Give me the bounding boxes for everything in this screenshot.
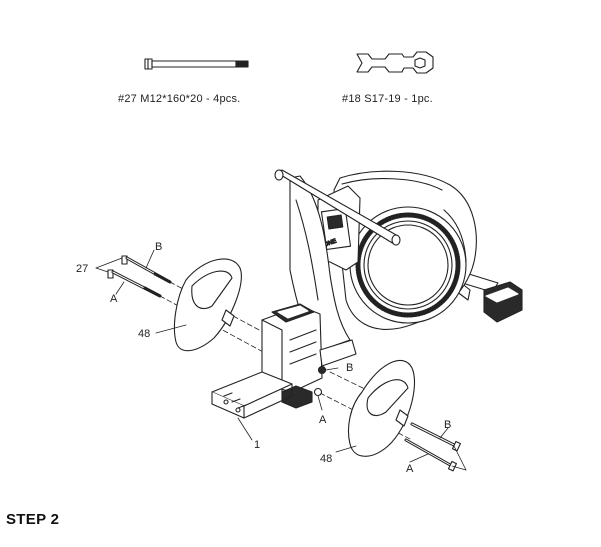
cover-48-left [173, 258, 242, 352]
bolt-27-icon [144, 58, 249, 70]
leader-lines [95, 249, 467, 471]
callout-b-left: B [155, 241, 162, 253]
callout-48-left: 48 [138, 328, 150, 340]
bolt-a-left [107, 269, 162, 298]
nut-a-icon [313, 387, 323, 397]
callout-a-right: A [406, 463, 414, 475]
nut-b-icon [317, 365, 327, 375]
callout-a-center: A [319, 414, 327, 426]
callout-a-left: A [110, 293, 118, 305]
callout-b-right: B [444, 419, 451, 431]
main-frame: ZONE [211, 169, 401, 419]
bolt-b-left [121, 255, 172, 284]
cover-48-right [347, 359, 416, 457]
callout-b-center: B [346, 362, 353, 374]
wrench-18-label: #18 S17-19 - 1pc. [342, 93, 433, 105]
flywheel-housing [333, 170, 477, 330]
callout-1: 1 [254, 439, 260, 451]
callout-27: 27 [76, 263, 88, 275]
wrench-18-icon [356, 51, 434, 74]
bolt-b-right [410, 422, 461, 452]
bolt-27-label: #27 M12*160*20 - 4pcs. [118, 93, 241, 105]
callout-48-right: 48 [320, 453, 332, 465]
bolt-a-right [404, 438, 457, 472]
step-title: STEP 2 [6, 511, 60, 528]
